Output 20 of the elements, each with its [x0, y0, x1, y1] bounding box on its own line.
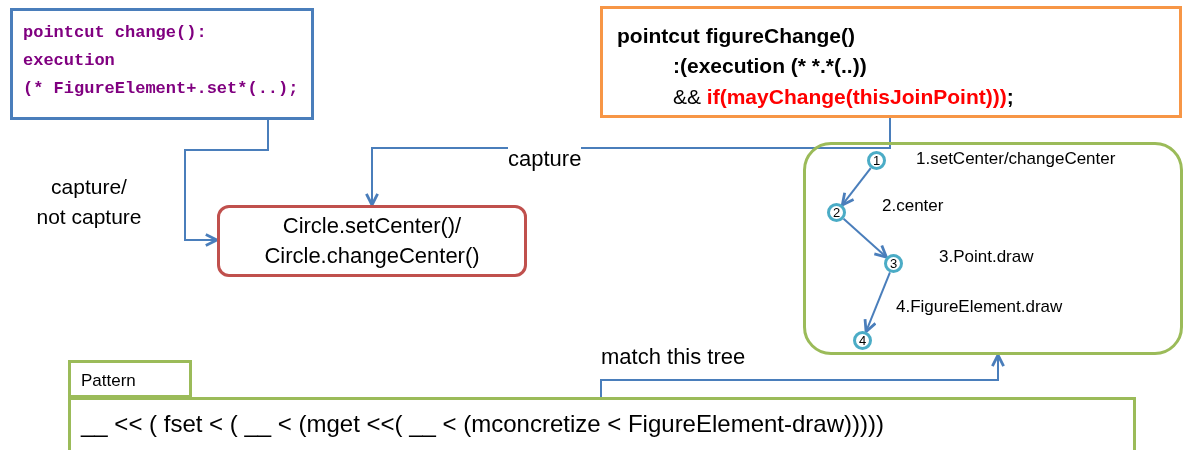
method-box: Circle.setCenter()/ Circle.changeCenter() — [217, 205, 527, 277]
arrow — [184, 119, 269, 247]
step-label: 2.center — [882, 197, 944, 214]
arrow — [840, 167, 872, 207]
pointcut-box — [600, 6, 1182, 118]
condition-text: if(mayChange(thisJoinPoint))) — [706, 84, 1007, 108]
code-text: ; — [1006, 84, 1014, 108]
code-text: && — [673, 84, 701, 108]
step-label: 1.setCenter/changeCenter — [916, 150, 1116, 167]
arrow — [863, 271, 891, 334]
step-label: 4.FigureElement.draw — [896, 298, 1063, 315]
arrow — [842, 217, 888, 259]
code-box: pointcut change(): execution (* FigureElement+.set*(..); — [10, 8, 314, 120]
arrow — [600, 353, 1005, 398]
pattern-box: __ << ( fset < ( __ < (mget <<( __ < (mconcretize < FigureElement-draw))))) — [68, 397, 1136, 450]
code-line: pointcut figureChange() — [617, 23, 856, 49]
tab-label: Pattern — [68, 360, 192, 398]
step-label: 3.Point.draw — [939, 248, 1034, 265]
code-line: :(execution (* *.*(..)) — [672, 53, 868, 80]
box-shape — [803, 142, 1183, 355]
